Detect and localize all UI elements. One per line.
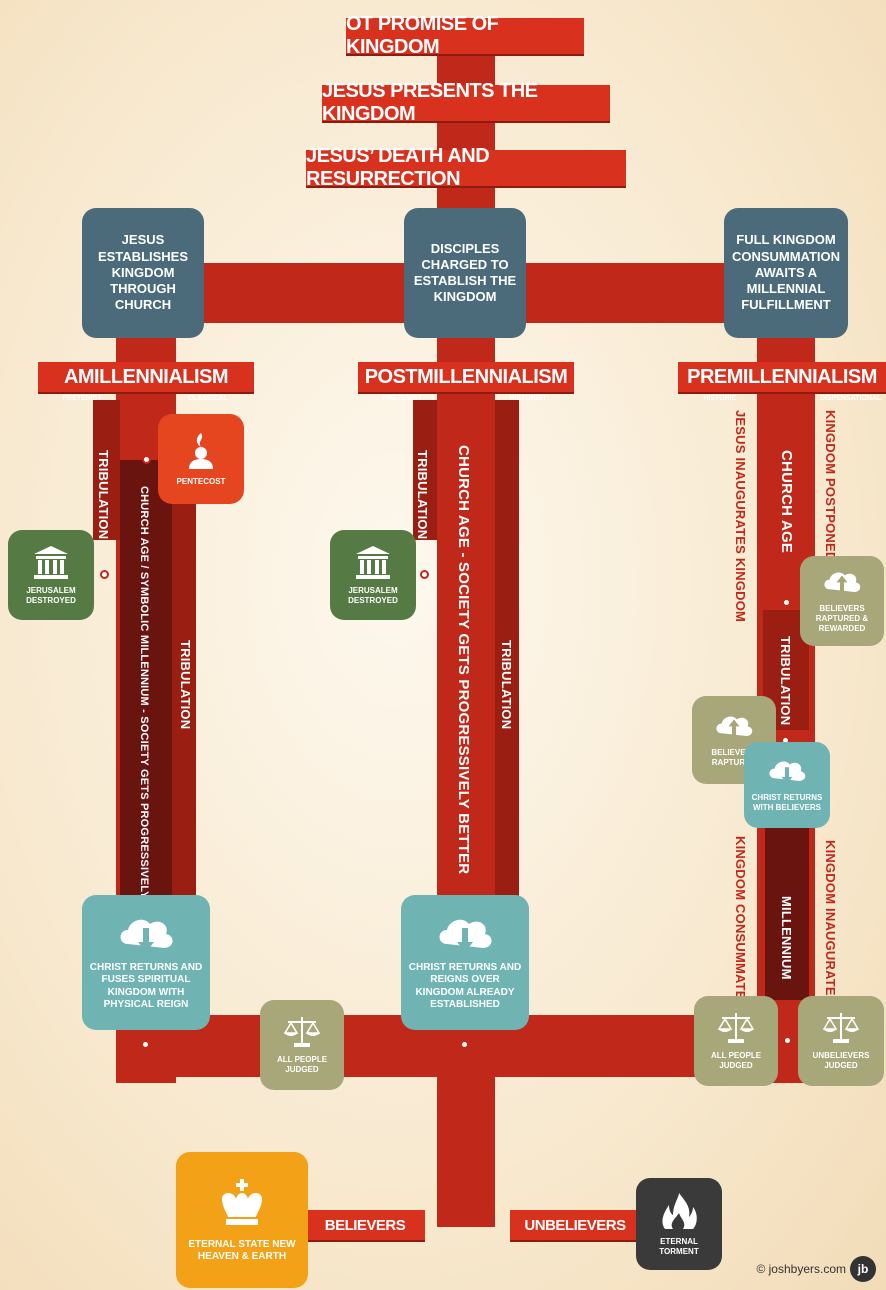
postmill-return-label: CHRIST RETURNS AND REIGNS OVER KINGDOM A…: [408, 961, 522, 1011]
scales-icon: [822, 1013, 860, 1043]
banner-ot-promise: OT PROMISE OF KINGDOM: [346, 13, 584, 58]
postmill-tribulation-bar-left: [413, 400, 437, 540]
amill-tribulation-bar-left: [93, 400, 120, 540]
premill-sub-right: DISPENSATIONAL: [820, 395, 882, 402]
amill-sub-right: CLASSICAL: [188, 395, 229, 402]
premill-millennium-label: MILLENNIUM: [779, 896, 794, 980]
amill-title: AMILLENNIALISM: [38, 362, 254, 392]
amill-church-age-bar: [120, 460, 172, 900]
postmill-tribulation-bar-right: [495, 400, 519, 900]
postmill-sub-left: PRETERIST: [382, 395, 422, 402]
premill-jesus-inaugurates-label: JESUS INAUGURATES KINGDOM: [733, 410, 748, 623]
trunk-bottom: [437, 1077, 495, 1227]
premill-kingdom-consummated-label: KINGDOM CONSUMMATED: [733, 836, 748, 1010]
amill-jerusalem-bubble: JERUSALEM DESTROYED: [8, 530, 94, 620]
temple-icon: [356, 546, 390, 579]
unbelievers-arrow: UNBELIEVERS: [510, 1210, 640, 1240]
postmill-return-dot: [460, 1040, 469, 1049]
premill-unbelievers-judged-label: UNBELIEVERS JUDGED: [812, 1051, 870, 1070]
eternal-torment-bubble: ETERNAL TORMENT: [636, 1178, 722, 1270]
eternal-state-label: ETERNAL STATE NEW HEAVEN & EARTH: [188, 1238, 296, 1263]
cloud-down-icon: [120, 919, 173, 952]
cloud-up-icon: [824, 572, 861, 592]
premill-raptured-rewarded-bubble: BELIEVERS RAPTURED & REWARDED: [800, 556, 884, 646]
amill-jerusalem-label: JERUSALEM DESTROYED: [26, 586, 76, 605]
postmill-sub-right: HISTORIST: [509, 395, 547, 402]
premill-returns-with-label: CHRIST RETURNS WITH BELIEVERS: [751, 793, 823, 812]
amill-tribulation-bar-right: [172, 460, 196, 900]
scales-icon: [717, 1013, 755, 1043]
postmill-church-age-label: CHURCH AGE - SOCIETY GETS PROGRESSIVELY …: [455, 445, 472, 875]
cloud-down-icon: [439, 919, 492, 952]
premill-raptured-rewarded-dot: [782, 598, 791, 607]
jb-logo: jb: [850, 1256, 876, 1282]
premill-raptured-label: BELIEVERS RAPTURED: [711, 748, 757, 767]
postmill-top-bubble: DISCIPLES CHARGED TO ESTABLISH THE KINGD…: [404, 208, 526, 338]
premill-judged-dot: [783, 1036, 792, 1045]
banner-death-resurrection: JESUS’ DEATH AND RESURRECTION: [306, 145, 626, 190]
pentecost-flame-person-icon: [189, 433, 213, 469]
premill-sub-left: HISTORIC: [703, 395, 737, 402]
amill-church-age-label: CHURCH AGE / SYMBOLIC MILLENNIUM - SOCIE…: [138, 486, 150, 945]
credit-text: © joshbyers.com: [756, 1262, 846, 1276]
postmill-tribulation-left-label: TRIBULATION: [415, 450, 430, 540]
premill-tribulation-label: TRIBULATION: [778, 636, 793, 726]
premill-top-bubble: FULL KINGDOM CONSUMMATION AWAITS A MILLE…: [724, 208, 848, 338]
premill-kingdom-postponed-label: KINGDOM POSTPONED: [823, 410, 838, 562]
cloud-up-icon: [716, 716, 753, 736]
amill-sub-left: PRETERIST: [62, 395, 102, 402]
amill-return-dot: [141, 1040, 150, 1049]
amill-tribulation-left-label: TRIBULATION: [96, 450, 111, 540]
crown-icon: [222, 1178, 262, 1225]
amill-judged-label: ALL PEOPLE JUDGED: [276, 1055, 328, 1074]
fire-icon: [662, 1193, 697, 1229]
pentecost-dot: [142, 455, 151, 464]
premill-millennium-bar: [765, 820, 809, 1000]
pentecost-bubble: PENTECOST: [158, 414, 244, 504]
postmill-jerusalem-label: JERUSALEM DESTROYED: [348, 586, 398, 605]
banner-jesus-presents: JESUS PRESENTS THE KINGDOM: [322, 80, 610, 125]
postmill-tribulation-right-label: TRIBULATION: [499, 640, 514, 730]
amill-tribulation-right-label: TRIBULATION: [178, 640, 193, 730]
amill-top-bubble: JESUS ESTABLISHES KINGDOM THROUGH CHURCH: [82, 208, 204, 338]
cloud-down-icon: [769, 761, 806, 784]
eternal-torment-label: ETERNAL TORMENT: [659, 1237, 699, 1256]
postmill-title: POSTMILLENNIALISM: [358, 362, 574, 392]
amill-judged-bubble: ALL PEOPLE JUDGED: [260, 1000, 344, 1090]
eternal-state-bubble: ETERNAL STATE NEW HEAVEN & EARTH: [176, 1152, 308, 1288]
premill-title: PREMILLENNIALISM: [678, 362, 886, 392]
premill-kingdom-inaugurated-label: KINGDOM INAUGURATED: [823, 840, 838, 1006]
temple-icon: [34, 546, 68, 579]
premill-all-judged-bubble: ALL PEOPLE JUDGED: [694, 996, 778, 1086]
pentecost-label: PENTECOST: [176, 477, 226, 486]
amill-jerusalem-dot: [100, 570, 109, 579]
premill-returns-with-bubble: CHRIST RETURNS WITH BELIEVERS: [744, 742, 830, 828]
believers-arrow: BELIEVERS: [305, 1210, 425, 1240]
premill-church-age-label: CHURCH AGE: [778, 450, 795, 554]
scales-icon: [283, 1017, 321, 1047]
postmill-return-bubble: CHRIST RETURNS AND REIGNS OVER KINGDOM A…: [401, 895, 529, 1030]
premill-raptured-rewarded-label: BELIEVERS RAPTURED & REWARDED: [815, 604, 869, 633]
postmill-jerusalem-dot: [420, 570, 429, 579]
amill-return-bubble: CHRIST RETURNS AND FUSES SPIRITUAL KINGD…: [82, 895, 210, 1030]
amill-return-label: CHRIST RETURNS AND FUSES SPIRITUAL KINGD…: [89, 961, 203, 1011]
premill-unbelievers-judged-bubble: UNBELIEVERS JUDGED: [798, 996, 884, 1086]
postmill-jerusalem-bubble: JERUSALEM DESTROYED: [330, 530, 416, 620]
premill-all-judged-label: ALL PEOPLE JUDGED: [710, 1051, 762, 1070]
